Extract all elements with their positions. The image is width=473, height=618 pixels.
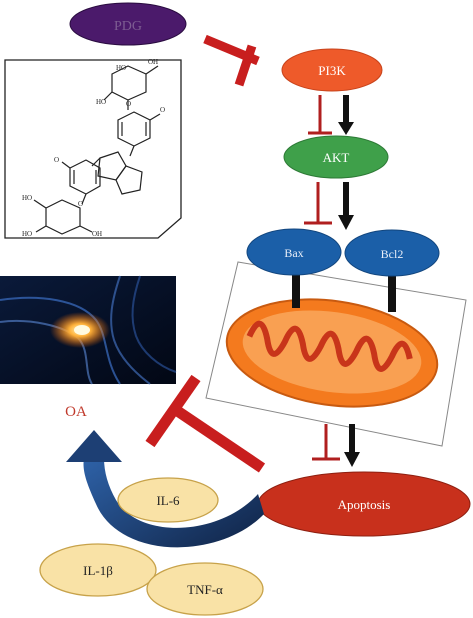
il1b-label: IL-1β [83,563,113,578]
oa-label: OA [65,404,87,420]
pdg-inhibits-pi3k [203,34,260,87]
knee-image [0,275,177,385]
pdg-structure: HO OH HO O O O O HO HO OH [4,58,182,239]
bax-bcl2-connectors [292,270,396,312]
akt-to-bax-bcl2 [304,182,354,230]
mito-to-apoptosis [312,424,360,467]
apoptosis-node: Apoptosis [257,471,471,537]
il6-label: IL-6 [156,493,180,508]
bcl2-node: Bcl2 [344,229,440,277]
chem-label: O [126,100,131,108]
akt-node: AKT [283,135,389,179]
chem-label: HO [96,98,106,106]
pi3k-label: PI3K [318,63,346,78]
il6-node: IL-6 [117,477,219,523]
chem-label: OH [92,230,102,238]
pi3k-to-akt [308,95,354,135]
apoptosis-inhibits-oa [145,374,266,473]
apoptosis-to-oa-arrow [66,430,264,548]
tnfa-label: TNF-α [187,582,223,597]
pi3k-node: PI3K [281,48,383,92]
tnfa-node: TNF-α [146,562,264,616]
pdg-label: PDG [114,19,142,34]
bax-node: Bax [246,228,342,276]
chem-label: O [160,106,165,114]
akt-label: AKT [323,150,350,165]
chem-label: HO [22,194,32,202]
apoptosis-label: Apoptosis [338,497,391,512]
chem-label: HO [116,64,126,72]
bax-label: Bax [284,246,303,260]
bcl2-label: Bcl2 [381,247,404,261]
pdg-node: PDG [69,2,187,46]
chem-label: OH [148,58,158,66]
mitochondrion-panel [205,261,467,447]
chem-label: O [54,156,59,164]
il1b-node: IL-1β [39,543,157,597]
chem-label: HO [22,230,32,238]
chem-label: O [78,200,83,208]
molecule-drawing [33,65,161,235]
